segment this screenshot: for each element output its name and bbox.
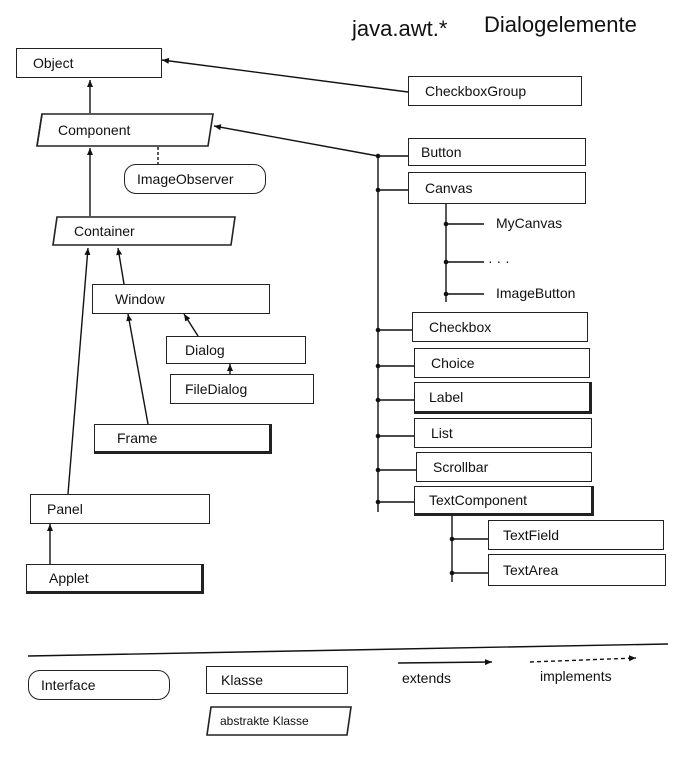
edge-checkboxgroup-object (161, 57, 409, 93)
interface-imageobserver: ImageObserver (124, 164, 266, 194)
class-panel: Panel (30, 494, 210, 524)
legend-abstract-class-label: abstrakte Klasse (220, 714, 309, 728)
class-applet-label: Applet (49, 570, 89, 586)
diagram-title-package: java.awt.* (352, 16, 448, 41)
interface-imageobserver-label: ImageObserver (137, 171, 234, 187)
class-frame-label: Frame (117, 430, 158, 446)
edge-dialog-window (183, 313, 199, 337)
class-object: Object (16, 48, 162, 78)
class-textarea-label: TextArea (503, 562, 559, 578)
abstract-class-container: Container (52, 216, 236, 246)
class-applet: Applet (26, 564, 204, 594)
abstract-class-component: Component (36, 113, 214, 147)
class-textfield: TextField (488, 520, 664, 550)
class-filedialog: FileDialog (170, 374, 314, 404)
legend-extends-arrow (397, 659, 493, 666)
class-checkbox: Checkbox (412, 312, 588, 342)
legend-extends-label: extends (402, 670, 452, 686)
edge-frame-window (126, 313, 149, 425)
class-filedialog-label: FileDialog (185, 381, 248, 397)
class-checkboxgroup: CheckboxGroup (408, 76, 582, 106)
abstract-class-shape (36, 113, 214, 147)
class-textarea: TextArea (488, 554, 666, 586)
class-canvas-label: Canvas (425, 180, 473, 196)
legend-interface-label: Interface (41, 677, 96, 693)
class-dialog: Dialog (166, 336, 306, 364)
class-imagebutton: ImageButton (496, 285, 576, 301)
legend-class-label: Klasse (221, 672, 264, 688)
abstract-class-shape (206, 706, 352, 736)
legend-interface: Interface (28, 670, 170, 700)
class-textcomponent-label: TextComponent (429, 492, 528, 508)
edge-panel-container (67, 247, 91, 495)
diagram-title-topic: Dialogelemente (484, 12, 637, 37)
class-dialog-label: Dialog (185, 342, 225, 358)
legend-separator (27, 643, 669, 657)
legend-abstract-class: abstrakte Klasse (206, 706, 352, 736)
class-list: List (414, 418, 592, 448)
class-checkboxgroup-label: CheckboxGroup (425, 83, 527, 99)
edge-window-container (116, 247, 125, 285)
class-scrollbar-label: Scrollbar (433, 459, 489, 475)
class-canvas: Canvas (408, 172, 586, 204)
class-panel-label: Panel (47, 501, 83, 517)
class-object-label: Object (33, 55, 74, 71)
class-scrollbar: Scrollbar (416, 452, 592, 482)
legend-implements-arrow (529, 655, 637, 663)
class-label-label: Label (429, 389, 464, 405)
class-window: Window (92, 284, 270, 314)
class-component-label: Component (58, 122, 131, 138)
legend-implements-label: implements (540, 668, 612, 684)
class-list-label: List (431, 425, 453, 441)
class-button-label: Button (421, 144, 462, 160)
class-choice: Choice (414, 348, 590, 378)
legend-class: Klasse (206, 666, 348, 694)
class-button: Button (408, 138, 586, 166)
class-textcomponent: TextComponent (414, 486, 594, 516)
class-frame: Frame (94, 424, 272, 454)
class-checkbox-label: Checkbox (429, 319, 492, 335)
class-container-label: Container (74, 223, 135, 239)
class-window-label: Window (115, 291, 165, 307)
class-mycanvas: MyCanvas (496, 215, 563, 231)
class-label: Label (414, 382, 592, 414)
abstract-class-shape (52, 216, 236, 246)
class-ellipsis: · · · (488, 253, 510, 269)
class-textfield-label: TextField (503, 527, 560, 543)
class-choice-label: Choice (431, 355, 475, 371)
